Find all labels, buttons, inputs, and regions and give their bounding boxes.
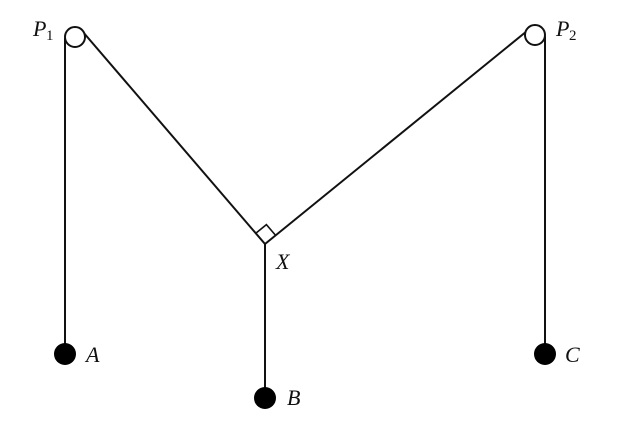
label-x: X	[275, 249, 291, 274]
string-x-to-p2	[264, 30, 528, 245]
mass-c	[534, 343, 556, 365]
label-p1: P 1	[32, 16, 54, 44]
pulley-p1	[64, 26, 86, 48]
label-a: A	[84, 342, 100, 367]
right-angle-marker	[255, 223, 276, 236]
label-p2: P 2	[555, 16, 577, 44]
string-p1-to-x	[82, 31, 266, 245]
label-b: B	[287, 385, 300, 410]
mass-a	[54, 343, 76, 365]
label-p2-subscript: 2	[569, 28, 577, 44]
label-p1-letter: P	[32, 16, 46, 41]
label-p2-letter: P	[555, 16, 569, 41]
label-p1-subscript: 1	[46, 28, 54, 44]
label-c: C	[565, 342, 580, 367]
pulley-p2	[524, 24, 546, 46]
mass-b	[254, 387, 276, 409]
